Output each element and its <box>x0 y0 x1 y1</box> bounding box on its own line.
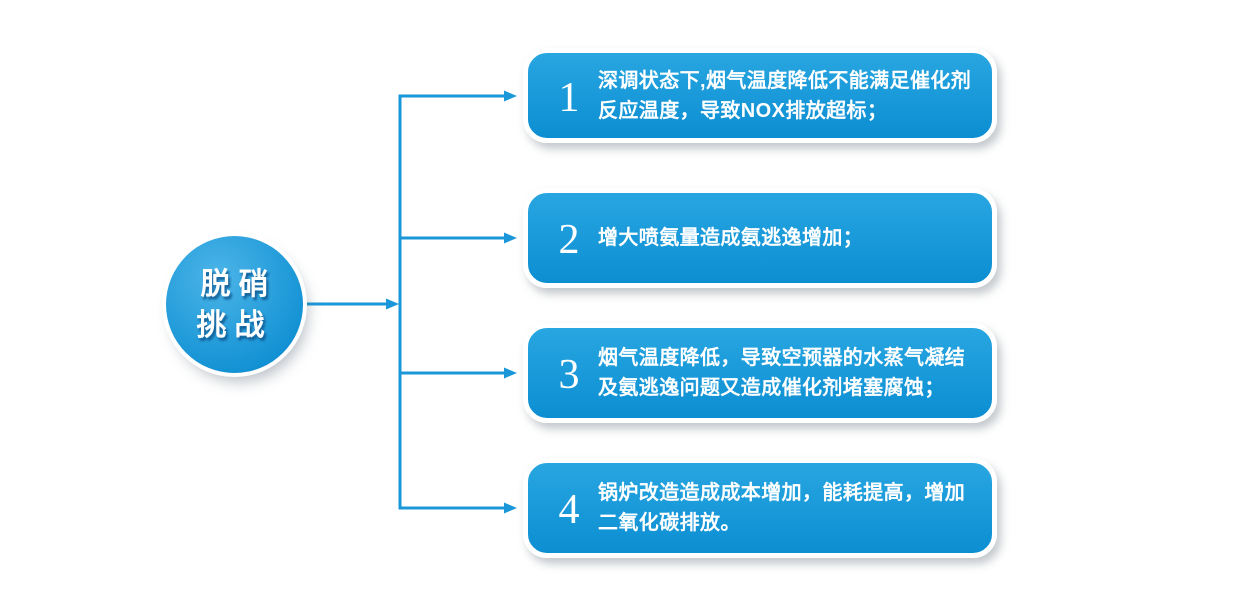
challenge-item-1: 1 深调状态下,烟气温度降低不能满足催化剂 反应温度，导致NOX排放超标； <box>523 48 997 143</box>
challenge-item-4: 4 锅炉改造造成成本增加，能耗提高，增加 二氧化碳排放。 <box>523 458 997 558</box>
item-text: 烟气温度降低，导致空预器的水蒸气凝结 及氨逃逸问题又造成催化剂堵塞腐蚀； <box>598 347 966 399</box>
root-node-label: 脱硝 挑战 <box>196 267 277 342</box>
item-number: 2 <box>558 217 580 263</box>
item-number: 4 <box>558 487 580 533</box>
item-number: 3 <box>558 352 580 398</box>
arrowhead-icon <box>386 298 399 310</box>
arrowhead-icon <box>504 367 517 379</box>
root-node-denitrification-challenges: 脱硝 挑战 <box>166 236 303 373</box>
arrowhead-icon <box>504 90 517 102</box>
arrowhead-icon <box>504 232 517 244</box>
item-text: 深调状态下,烟气温度降低不能满足催化剂 反应温度，导致NOX排放超标； <box>598 69 972 122</box>
arrowhead-icon <box>504 502 517 514</box>
item-text: 锅炉改造造成成本增加，能耗提高，增加 二氧化碳排放。 <box>598 482 966 534</box>
item-text: 增大喷氨量造成氨逃逸增加； <box>598 227 864 249</box>
challenge-item-3: 3 烟气温度降低，导致空预器的水蒸气凝结 及氨逃逸问题又造成催化剂堵塞腐蚀； <box>523 323 997 423</box>
challenge-item-2: 2 增大喷氨量造成氨逃逸增加； <box>523 188 997 288</box>
item-number: 1 <box>558 74 580 121</box>
